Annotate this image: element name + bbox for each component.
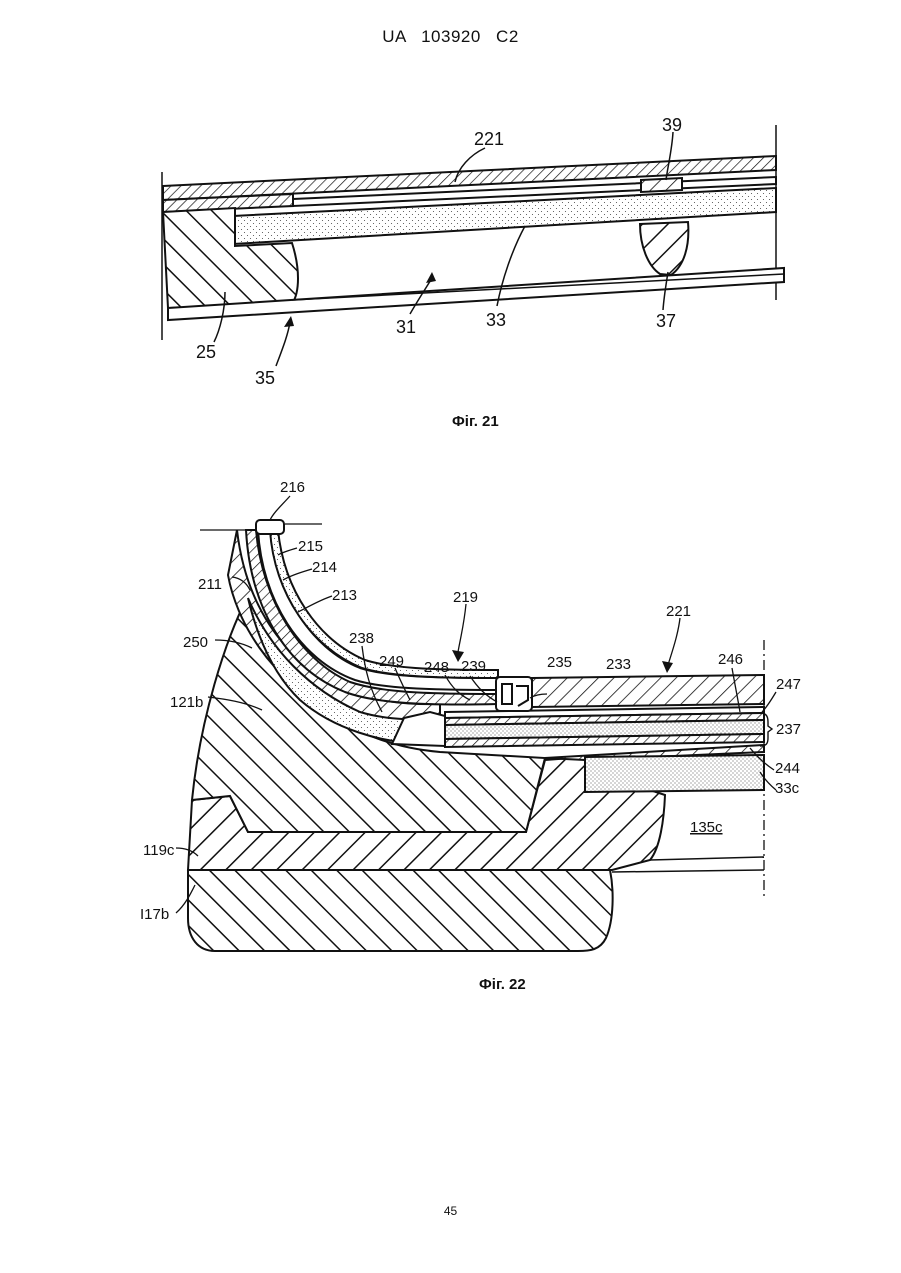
label-233: 233	[606, 656, 631, 673]
label-235: 235	[547, 654, 572, 671]
label-214: 214	[312, 559, 337, 576]
label-238: 238	[349, 630, 374, 647]
figure-22-caption: Фіг. 22	[479, 976, 526, 993]
label-117b: I17b	[140, 906, 169, 923]
label-39: 39	[662, 115, 682, 135]
label-35: 35	[255, 368, 275, 388]
figure-21	[162, 125, 784, 366]
label-250: 250	[183, 634, 208, 651]
label-25: 25	[196, 342, 216, 362]
label-249: 249	[379, 653, 404, 670]
label-211: 211	[198, 576, 222, 593]
label-33c: 33c	[775, 780, 800, 797]
label-247: 247	[776, 676, 801, 693]
label-221-fig22: 221	[666, 603, 691, 620]
label-121b: 121b	[170, 694, 203, 711]
label-219: 219	[453, 589, 478, 606]
label-244: 244	[775, 760, 800, 777]
page-number: 45	[0, 1204, 901, 1218]
label-239: 239	[461, 658, 486, 675]
label-215: 215	[298, 538, 323, 555]
label-216: 216	[280, 479, 305, 496]
label-31: 31	[396, 317, 416, 337]
label-37: 37	[656, 311, 676, 331]
figure-22	[176, 496, 776, 951]
label-221: 221	[474, 129, 504, 149]
label-246: 246	[718, 651, 743, 668]
label-135c: 135c	[690, 819, 723, 836]
label-213: 213	[332, 587, 357, 604]
figure-21-caption: Фіг. 21	[452, 413, 499, 430]
label-33: 33	[486, 310, 506, 330]
label-119c: 119c	[143, 842, 175, 859]
label-237: 237	[776, 721, 801, 738]
label-248: 248	[424, 659, 449, 676]
